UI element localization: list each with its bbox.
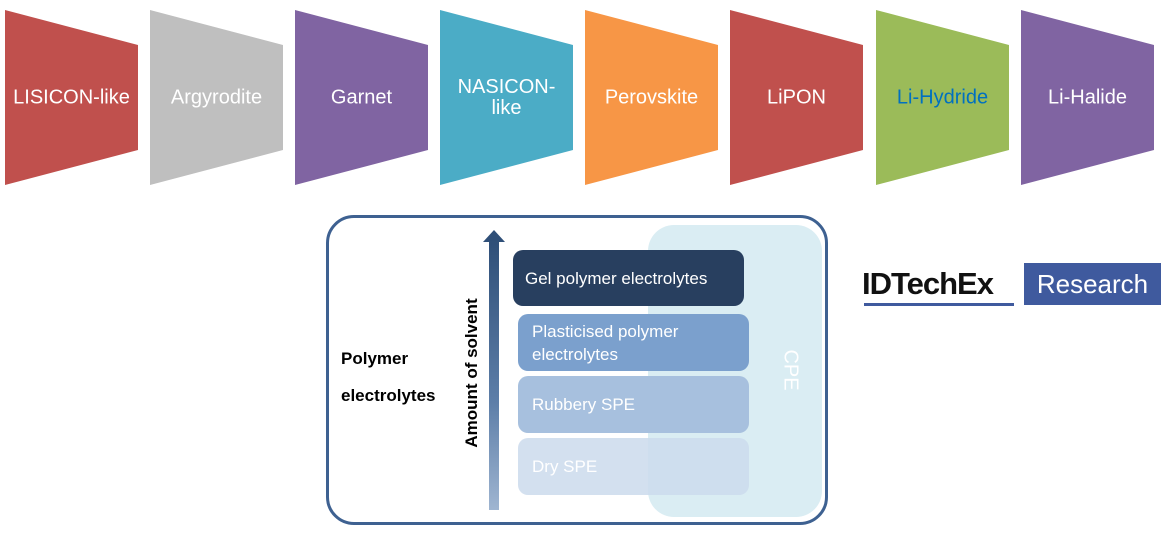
level-label: Rubbery SPE [532, 395, 635, 414]
electrolyte-type-argyrodite: Argyrodite [150, 10, 283, 185]
level-label: Plasticised polymer electrolytes [532, 321, 679, 364]
polymer-electrolytes-title: Polymer electrolytes [341, 340, 436, 414]
amount-of-solvent-label: Amount of solvent [462, 298, 481, 448]
logo-brand: IDTechEx [862, 266, 994, 301]
level-plasticised-polymer-electrolytes: Plasticised polymer electrolytes [518, 314, 749, 371]
electrolyte-type-label: Garnet [330, 86, 393, 108]
electrolyte-type-label: LISICON-like [13, 86, 130, 108]
electrolyte-type-label: Li-Halide [1048, 86, 1127, 108]
trapezoid-shape [876, 10, 1009, 185]
up-arrow-icon [483, 230, 505, 242]
level-label: Gel polymer electrolytes [525, 268, 708, 288]
title-line-2: electrolytes [341, 386, 436, 405]
logo-underline [864, 303, 1014, 306]
solvent-arrow-shaft [489, 240, 499, 510]
trapezoid-shape [440, 10, 573, 185]
level-dry-spe: Dry SPE [518, 438, 749, 495]
cpe-label: CPE [779, 349, 802, 391]
trapezoid-shape [585, 10, 718, 185]
level-rubbery-spe: Rubbery SPE [518, 376, 749, 433]
trapezoid-shape [730, 10, 863, 185]
electrolyte-type-lipon: LiPON [730, 10, 863, 185]
electrolyte-type-li-halide: Li-Halide [1021, 10, 1154, 185]
electrolyte-type-label: Argyrodite [170, 86, 263, 108]
level-gel-polymer-electrolytes: Gel polymer electrolytes [513, 250, 744, 306]
electrolyte-type-perovskite: Perovskite [585, 10, 718, 185]
electrolyte-type-label: NASICON-like [457, 75, 556, 119]
logo-research-tag: Research [1024, 263, 1161, 305]
electrolyte-type-label: LiPON [767, 86, 826, 108]
electrolyte-type-label: Perovskite [604, 86, 699, 108]
level-label: Dry SPE [532, 457, 598, 476]
electrolyte-type-nasicon-like: NASICON-like [440, 10, 573, 185]
electrolyte-type-label: Li-Hydride [896, 86, 989, 108]
title-line-1: Polymer [341, 349, 409, 368]
trapezoid-shape [5, 10, 138, 185]
electrolyte-type-li-hydride: Li-Hydride [876, 10, 1009, 185]
electrolyte-type-garnet: Garnet [295, 10, 428, 185]
electrolyte-type-lisicon-like: LISICON-like [5, 10, 138, 185]
